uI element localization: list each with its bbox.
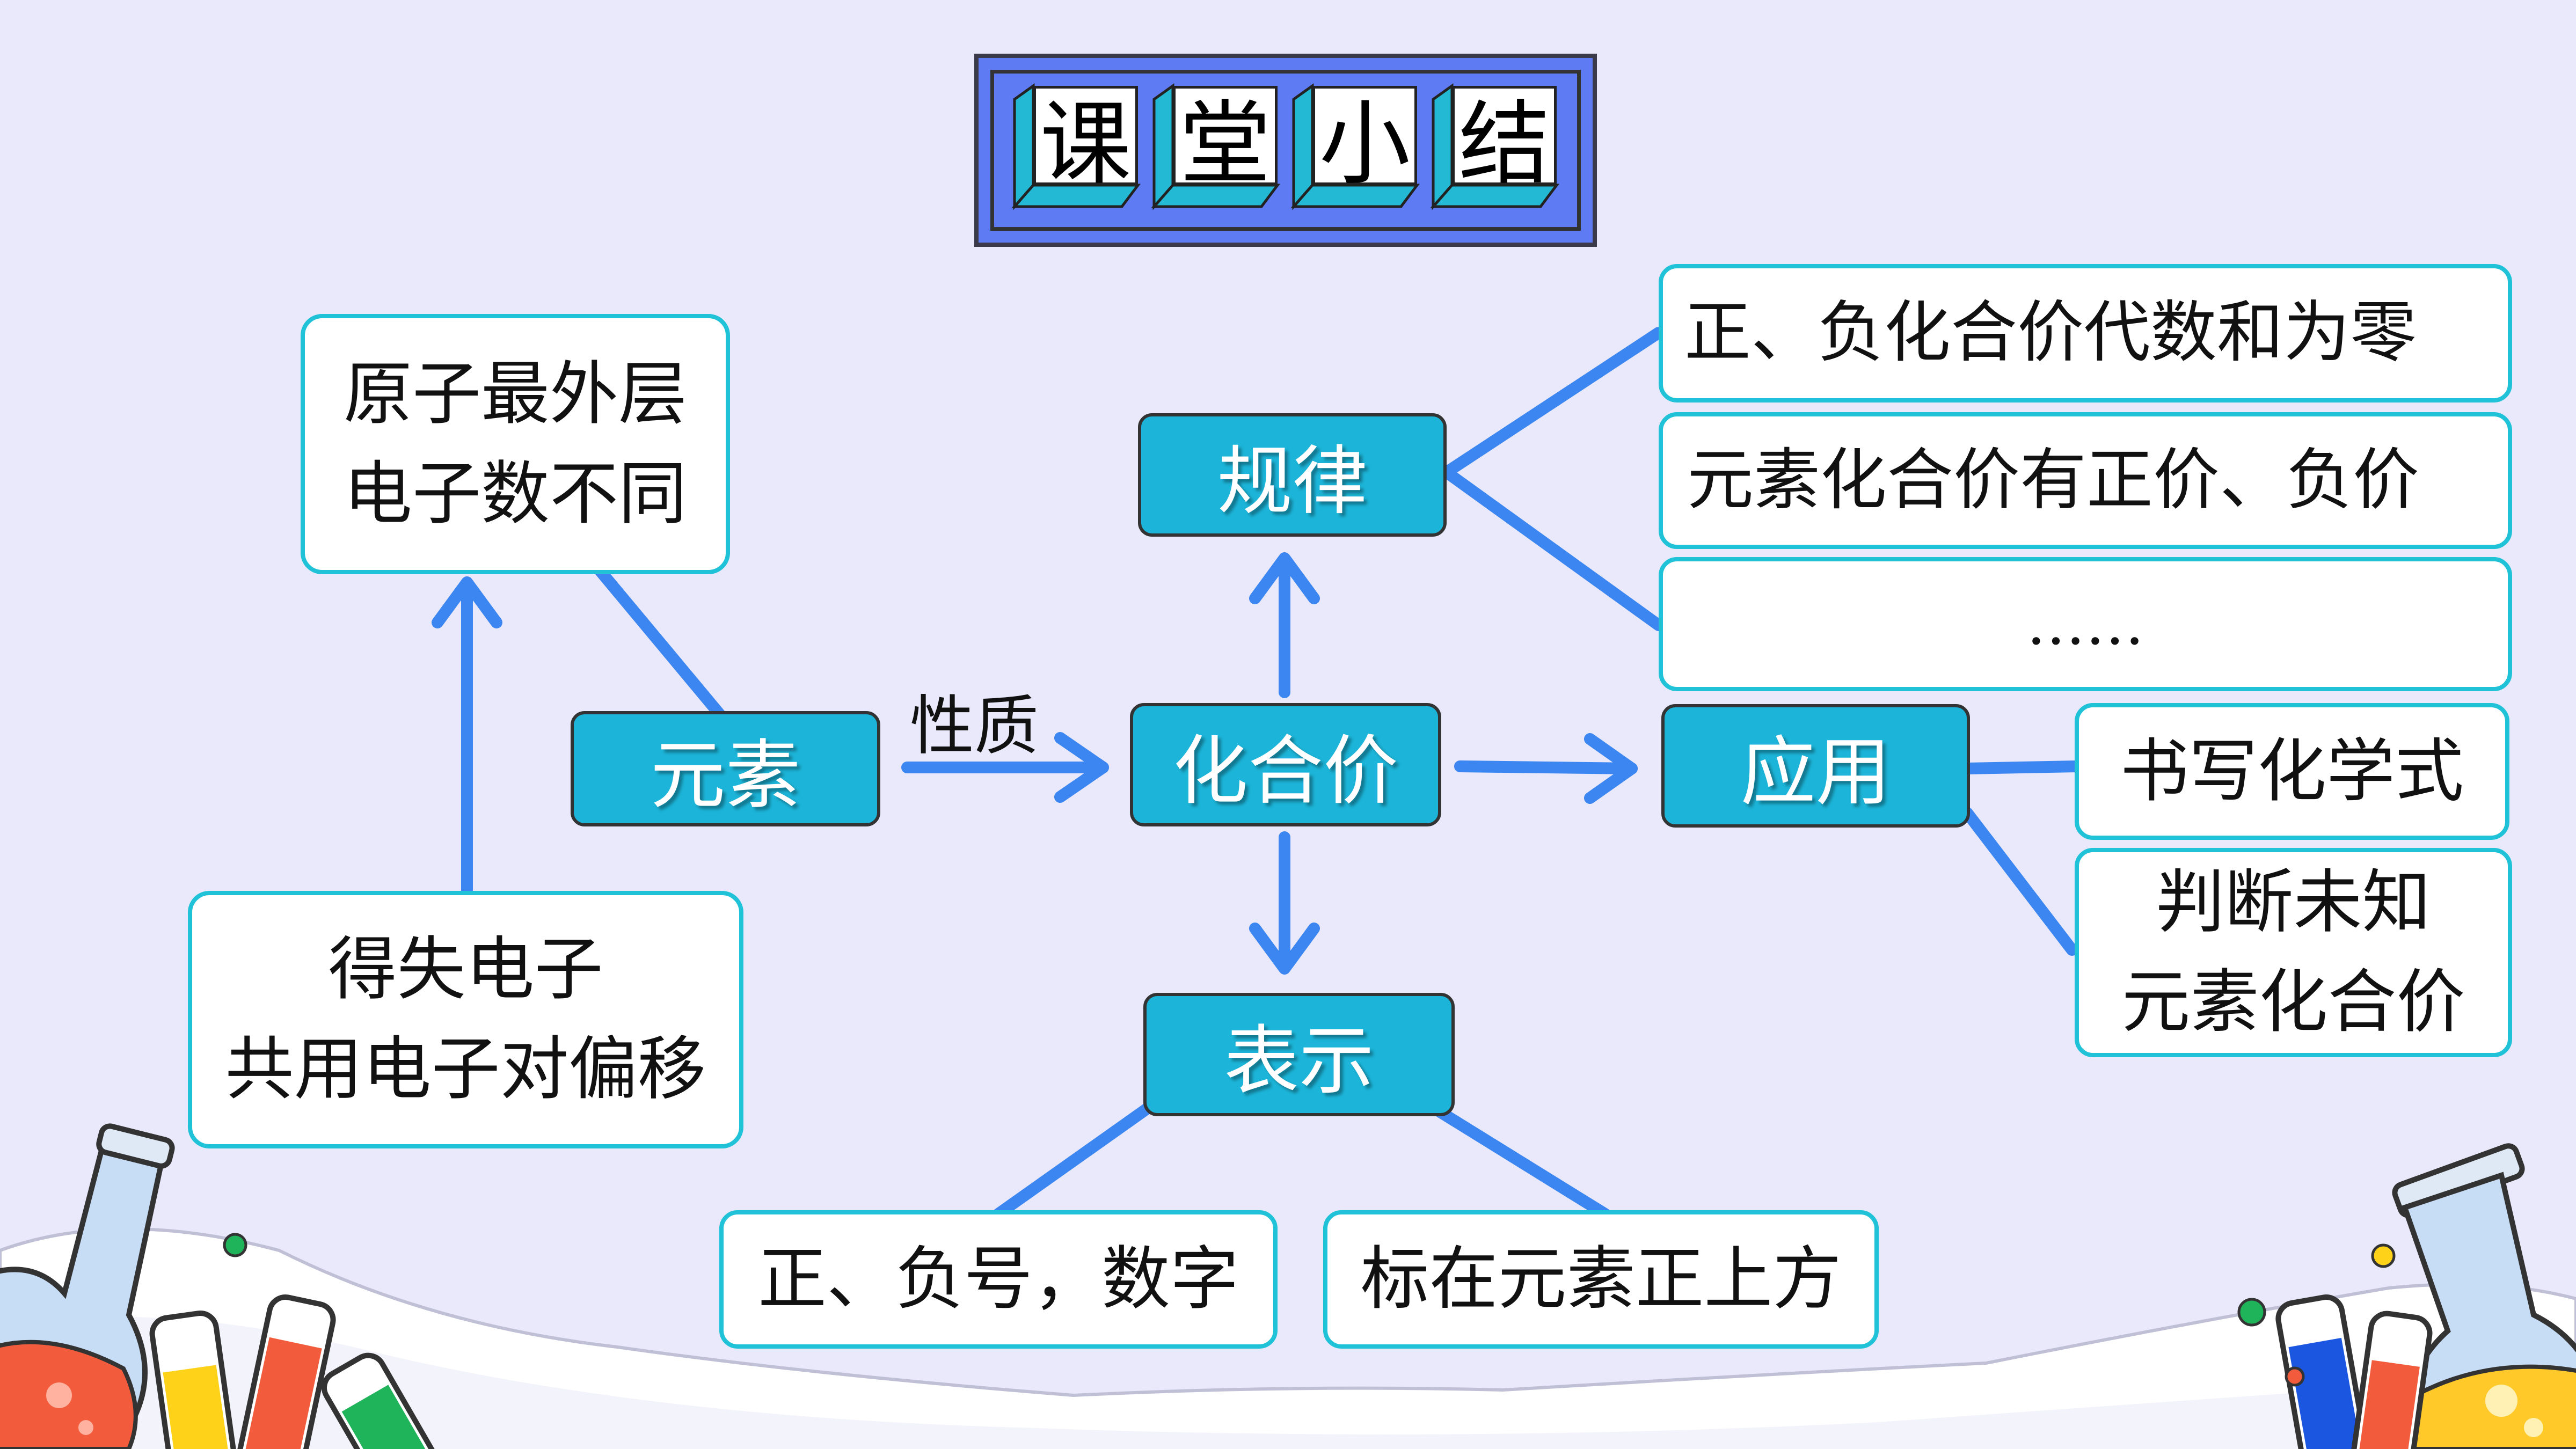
line-representation-to-item2 [1433,1105,1611,1220]
application-item-2: 判断未知 元素化合价 [2075,848,2512,1057]
right-test-tubes-icon [2275,1294,2433,1449]
line-rules-to-item3 [1441,466,1665,631]
yellow-dot-icon [2371,1243,2396,1268]
representation-item-1: 正、负号，数字 [719,1210,1278,1349]
rule-item-1: 正、负化合价代数和为零 [1659,264,2512,402]
center-node: 化合价 [1130,703,1441,826]
line-application-to-item1 [1961,760,2083,774]
title-char-4: 结 [1452,86,1557,197]
rule-item-2: 元素化合价有正价、负价 [1659,412,2512,549]
element-node: 元素 [571,711,880,826]
application-node: 应用 [1661,704,1970,828]
line-outer-to-element [593,563,725,720]
representation-item-2: 标在元素正上方 [1323,1210,1879,1349]
green-dot-icon [223,1233,247,1257]
line-application-to-item2 [1961,807,2078,956]
line-rules-to-item1 [1441,327,1665,478]
title-char-2: 堂 [1173,86,1278,197]
title-char-3: 小 [1312,86,1417,197]
rule-item-3: …… [1659,557,2512,691]
left-test-tubes-icon [149,1294,438,1449]
snow-hill-shade [0,1316,2576,1449]
green-dot-icon [2237,1298,2266,1327]
red-dot-icon [2285,1366,2305,1387]
line-representation-to-item1 [993,1100,1157,1220]
left-flask-icon [0,1123,175,1449]
application-item-1: 书写化学式 [2075,703,2509,840]
gain-lose-electrons-box: 得失电子 共用电子对偏移 [188,891,743,1148]
arrow-center-to-application [1454,760,1638,774]
representation-node: 表示 [1143,993,1455,1116]
title-char-1: 课 [1033,86,1138,197]
rules-node: 规律 [1138,413,1447,537]
outer-electrons-box: 原子最外层 电子数不同 [301,314,730,574]
edge-label-property: 性质 [910,689,1039,764]
